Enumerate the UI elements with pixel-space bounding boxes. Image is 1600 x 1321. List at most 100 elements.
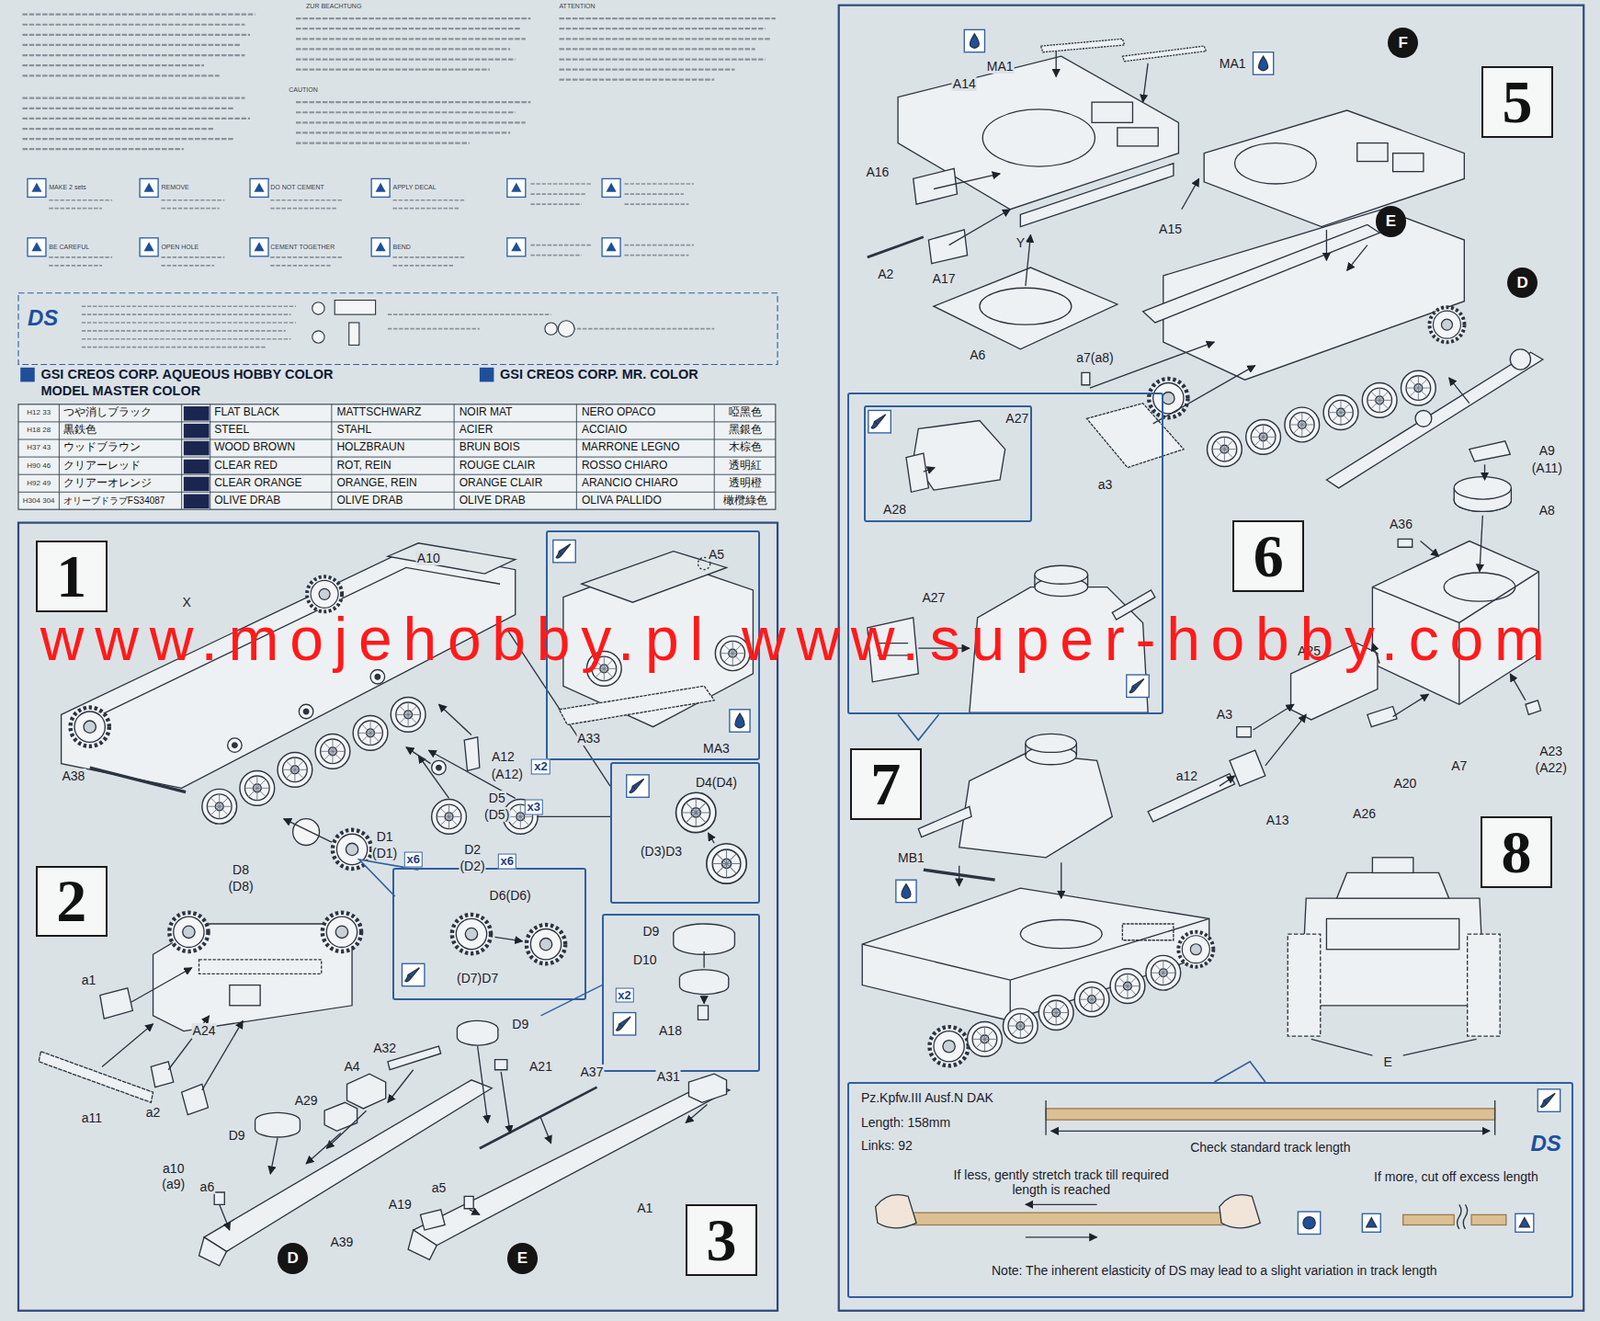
step-number: 5 bbox=[1502, 71, 1533, 133]
part-number: (A11) bbox=[1531, 459, 1564, 475]
part-number: A33 bbox=[576, 730, 602, 746]
step-number-box: 2 bbox=[35, 865, 108, 938]
paint-table-cell: ARANCIO CHIARO bbox=[581, 476, 679, 490]
part-number: A27 bbox=[920, 589, 946, 604]
part-number: E bbox=[1382, 1054, 1393, 1069]
step-number-box: 8 bbox=[1480, 816, 1553, 888]
track-note: Length: 158mm bbox=[859, 1114, 953, 1130]
paint-code: H304 304 bbox=[22, 496, 56, 505]
step-number: 7 bbox=[870, 753, 901, 815]
part-number: a10 bbox=[161, 1160, 185, 1176]
paint-table-cell: WOOD BROWN bbox=[214, 442, 296, 455]
part-number: D1 bbox=[375, 828, 395, 844]
part-number: a11 bbox=[80, 1110, 103, 1125]
part-number: a3 bbox=[1097, 476, 1114, 492]
part-number: D9 bbox=[227, 1127, 247, 1143]
part-number: a1 bbox=[80, 972, 98, 988]
instruction-text: MAKE 2 sets bbox=[48, 183, 86, 192]
part-number: A17 bbox=[931, 271, 957, 286]
paint-code: H12 33 bbox=[26, 408, 51, 418]
instruction-text: REMOVE bbox=[160, 183, 189, 192]
instruction-text: ZUR BEACHTUNG bbox=[306, 2, 362, 11]
paint-table-cell: ウッドブラウン bbox=[63, 442, 141, 455]
quantity-mark: x2 bbox=[614, 987, 634, 1003]
part-number: A36 bbox=[1388, 516, 1414, 532]
track-note: Note: The inherent elasticity of DS may … bbox=[989, 1262, 1440, 1278]
paint-table-cell: 黒鉄色 bbox=[63, 423, 97, 437]
part-number: A9 bbox=[1538, 442, 1556, 458]
part-number: A16 bbox=[864, 163, 890, 179]
paint-table-cell: MATTSCHWARZ bbox=[336, 406, 421, 420]
paint-table-cell: 橄欖綠色 bbox=[723, 494, 768, 508]
part-number: A2 bbox=[876, 266, 895, 282]
part-number: (D5) bbox=[483, 806, 511, 822]
part-number: D2 bbox=[463, 841, 482, 857]
paint-table-cell: OLIVE DRAB bbox=[459, 494, 526, 508]
callout-circle: E bbox=[507, 1242, 538, 1273]
part-number: D10 bbox=[632, 952, 659, 967]
paint-table-cell: BRUN BOIS bbox=[459, 442, 521, 455]
part-number: A38 bbox=[60, 768, 86, 783]
part-number: A4 bbox=[343, 1058, 362, 1074]
part-number: D4(D4) bbox=[694, 773, 738, 789]
part-number: A15 bbox=[1157, 221, 1183, 237]
paint-table-cell: ACCIAIO bbox=[581, 423, 627, 437]
part-number: A10 bbox=[416, 550, 442, 566]
paint-table-cell: つや消しブラック bbox=[63, 406, 152, 420]
paint-table-cell: CLEAR ORANGE bbox=[214, 476, 302, 490]
paint-table-cell: オリーブドラブFS34087 bbox=[63, 495, 166, 507]
instruction-text: APPLY DECAL bbox=[392, 183, 436, 192]
paint-table-cell: STEEL bbox=[214, 423, 250, 437]
paint-table-cell: MARRONE LEGNO bbox=[581, 442, 681, 455]
part-number: A5 bbox=[707, 546, 726, 562]
paint-brand-heading: GSI CREOS CORP. AQUEOUS HOBBY COLOR bbox=[40, 366, 333, 383]
part-number: A20 bbox=[1392, 775, 1418, 791]
step-number: 3 bbox=[706, 1209, 738, 1271]
part-number: A7 bbox=[1450, 758, 1468, 773]
step-number: 8 bbox=[1500, 821, 1532, 883]
part-number: A24 bbox=[192, 1022, 217, 1038]
paint-code: H18 28 bbox=[26, 426, 51, 435]
paint-table-cell: 透明橙 bbox=[728, 476, 762, 490]
paint-table-cell: クリアーオレンジ bbox=[63, 476, 152, 490]
paint-table-cell: CLEAR RED bbox=[214, 459, 278, 473]
paint-table-cell: NERO OPACO bbox=[581, 406, 656, 420]
part-number: A14 bbox=[952, 76, 977, 91]
paint-table-cell: HOLZBRAUN bbox=[336, 442, 405, 455]
part-number: A23 bbox=[1538, 743, 1564, 759]
step-number-box: 6 bbox=[1232, 520, 1305, 592]
step-number: 1 bbox=[56, 545, 87, 607]
inset-box: D9D10x2A18 bbox=[601, 913, 761, 1072]
inset-box: D6(D6)(D7)D7 bbox=[392, 867, 587, 1000]
instruction-text: DO NOT CEMENT bbox=[270, 183, 325, 192]
part-number: a2 bbox=[145, 1104, 162, 1120]
paint-table-cell: ROT, REIN bbox=[336, 459, 391, 473]
ds-logo-text: DS bbox=[27, 306, 58, 332]
callout-circle: D bbox=[1507, 267, 1538, 298]
paint-table-cell: 透明紅 bbox=[728, 459, 762, 473]
paint-table-cell: ROSSO CHIARO bbox=[581, 459, 668, 473]
part-number: A39 bbox=[329, 1234, 354, 1249]
part-number: (D1) bbox=[371, 845, 398, 861]
callout-letter: F bbox=[1397, 34, 1408, 53]
part-number: MA3 bbox=[702, 740, 731, 756]
quantity-mark: x6 bbox=[403, 851, 422, 867]
part-number: D9 bbox=[510, 1016, 530, 1032]
paint-table-cell: 木棕色 bbox=[728, 442, 762, 455]
instruction-text: BEND bbox=[392, 243, 410, 251]
part-number: MB1 bbox=[896, 850, 926, 865]
instruction-text: OPEN HOLE bbox=[160, 243, 199, 251]
inset-box: D4(D4)(D3)D3 bbox=[610, 761, 761, 903]
paint-table-cell: ORANGE CLAIR bbox=[459, 476, 544, 490]
paint-brand-heading: MODEL MASTER COLOR bbox=[40, 383, 201, 399]
part-number: a5 bbox=[431, 1180, 448, 1195]
callout-letter: D bbox=[287, 1248, 299, 1268]
track-note: If more, cut off excess length bbox=[1372, 1168, 1541, 1184]
part-number: A37 bbox=[579, 1064, 605, 1079]
part-number: A1 bbox=[635, 1199, 654, 1215]
part-number: A3 bbox=[1215, 706, 1234, 722]
part-number: A13 bbox=[1265, 812, 1291, 828]
quantity-mark: x2 bbox=[531, 758, 550, 774]
paint-table-cell: ORANGE, REIN bbox=[336, 476, 417, 490]
step-number-box: 1 bbox=[35, 540, 108, 613]
